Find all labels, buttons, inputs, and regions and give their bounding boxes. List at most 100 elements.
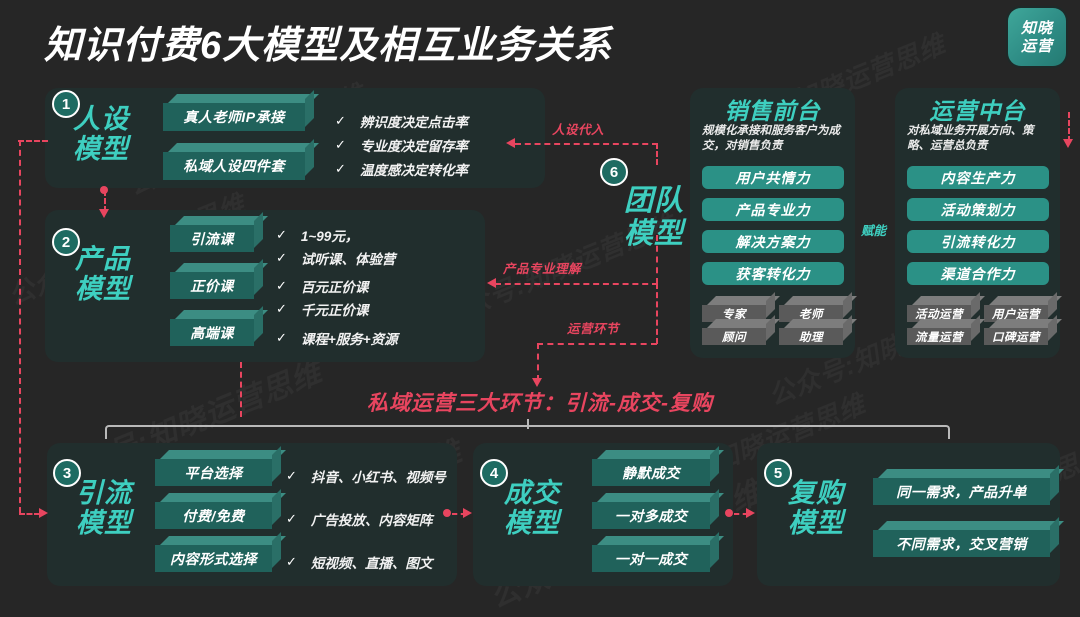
model-box-traffic-1[interactable]: 付费/免费 <box>155 502 272 529</box>
check-label: 试听课、体验营 <box>300 252 396 267</box>
model-title-line-2: 模型 <box>504 508 560 538</box>
process-banner: 私域运营三大环节：引流-成交-复购 <box>367 392 713 415</box>
pill-label: 产品专业力 <box>735 201 811 218</box>
model-panel-repurchase[interactable] <box>757 443 1060 586</box>
role-label: 活动运营 <box>915 308 963 321</box>
role-box-sales-1[interactable]: 老师 <box>779 305 843 322</box>
pill-label: 渠道合作力 <box>940 265 1016 282</box>
model-box-repurchase-0[interactable]: 同一需求，产品升单 <box>873 478 1050 505</box>
role-box-sales-0[interactable]: 专家 <box>702 305 766 322</box>
check-product-1: ✓ 试听课、体验营 <box>276 248 395 268</box>
check-persona-0: ✓ 辨识度决定点击率 <box>335 111 468 131</box>
box-label: 引流课 <box>190 230 234 247</box>
box-label: 不同需求，交叉营销 <box>896 535 1027 552</box>
model-panel-product[interactable] <box>45 210 485 362</box>
check-traffic-2: ✓ 短视频、直播、图文 <box>286 552 432 572</box>
role-label: 助理 <box>799 331 823 344</box>
model-title-line-1: 产品 <box>75 244 131 274</box>
column-pill-sales-2[interactable]: 解决方案力 <box>702 230 844 253</box>
check-icon: ✓ <box>335 113 346 128</box>
connector-line-right-rail <box>1068 112 1070 142</box>
check-icon: ✓ <box>276 330 287 345</box>
model-box-persona-1[interactable]: 私域人设四件套 <box>163 152 305 180</box>
pill-label: 引流转化力 <box>940 233 1016 250</box>
check-icon: ✓ <box>276 250 287 265</box>
check-label: 百元正价课 <box>300 280 369 295</box>
column-desc-sales: 规模化承接和服务客户为成交，对销售负责 <box>702 125 840 152</box>
connector-arrow-traffic-conversion <box>463 508 472 518</box>
model-box-traffic-0[interactable]: 平台选择 <box>155 459 272 486</box>
check-icon: ✓ <box>276 278 287 293</box>
connector-line-operation-step-v <box>537 343 539 381</box>
model-box-traffic-2[interactable]: 内容形式选择 <box>155 545 272 572</box>
column-pill-sales-3[interactable]: 获客转化力 <box>702 262 844 285</box>
role-label: 专家 <box>722 308 746 321</box>
check-persona-1: ✓ 专业度决定留存率 <box>335 135 468 155</box>
check-label: 抖音、小红书、视频号 <box>310 470 446 485</box>
check-product-0: ✓ 1~99元， <box>276 225 358 245</box>
column-pill-operations-1[interactable]: 活动策划力 <box>907 198 1049 221</box>
role-box-operations-3[interactable]: 口碑运营 <box>984 328 1048 345</box>
model-title-persona: 人设 模型 <box>58 104 144 164</box>
check-icon: ✓ <box>286 554 297 569</box>
model-box-conversion-0[interactable]: 静默成交 <box>592 459 710 486</box>
connector-line-traffic-conversion <box>452 513 466 515</box>
box-label: 正价课 <box>190 277 234 294</box>
connector-line-left-rail <box>19 140 21 513</box>
pill-label: 解决方案力 <box>735 233 811 250</box>
pill-label: 用户共情力 <box>735 169 811 186</box>
column-pill-sales-0[interactable]: 用户共情力 <box>702 166 844 189</box>
role-label: 流量运营 <box>915 331 963 344</box>
check-icon: ✓ <box>276 301 287 316</box>
pill-label: 获客转化力 <box>735 265 811 282</box>
model-badge-5: 5 <box>764 459 792 487</box>
role-label: 口碑运营 <box>992 331 1040 344</box>
role-box-operations-2[interactable]: 流量运营 <box>907 328 971 345</box>
role-label: 顾问 <box>722 331 746 344</box>
check-icon: ✓ <box>335 161 346 176</box>
check-traffic-0: ✓ 抖音、小红书、视频号 <box>286 466 446 486</box>
column-pill-operations-2[interactable]: 引流转化力 <box>907 230 1049 253</box>
check-product-3: ✓ 千元正价课 <box>276 299 368 319</box>
model-title-line-1: 成交 <box>504 478 560 508</box>
column-pill-sales-1[interactable]: 产品专业力 <box>702 198 844 221</box>
pill-label: 活动策划力 <box>940 201 1016 218</box>
connector-label-product-understanding: 产品专业理解 <box>503 262 582 276</box>
model-box-conversion-1[interactable]: 一对多成交 <box>592 502 710 529</box>
grouping-bracket-stub <box>527 419 529 429</box>
connector-dot-traffic-conversion <box>443 509 451 517</box>
model-badge-4: 4 <box>480 459 508 487</box>
model-box-conversion-2[interactable]: 一对一成交 <box>592 545 710 572</box>
model-badge-3: 3 <box>53 459 81 487</box>
check-label: 广告投放、内容矩阵 <box>310 513 433 528</box>
model-title-line-2: 模型 <box>73 134 129 164</box>
connector-arrow-conversion-repurchase <box>746 508 755 518</box>
role-box-operations-1[interactable]: 用户运营 <box>984 305 1048 322</box>
role-box-sales-2[interactable]: 顾问 <box>702 328 766 345</box>
model-box-repurchase-1[interactable]: 不同需求，交叉营销 <box>873 530 1050 557</box>
check-traffic-1: ✓ 广告投放、内容矩阵 <box>286 509 432 529</box>
connector-arrow-left-rail <box>39 508 48 518</box>
box-label: 一对一成交 <box>614 550 688 567</box>
connector-line-persona-inject-v <box>656 143 658 165</box>
model-title-product: 产品 模型 <box>58 244 148 304</box>
model-box-product-1[interactable]: 正价课 <box>170 272 254 299</box>
check-icon: ✓ <box>335 137 346 152</box>
column-title-sales: 销售前台 <box>724 98 821 124</box>
model-title-line-2: 模型 <box>788 508 844 538</box>
model-box-product-2[interactable]: 高端课 <box>170 319 254 346</box>
model-title-traffic: 引流 模型 <box>58 478 150 538</box>
logo-line-2: 运营 <box>1020 37 1053 55</box>
model-title-line-1: 复购 <box>788 478 844 508</box>
box-label: 付费/免费 <box>182 507 245 524</box>
check-label: 1~99元， <box>300 229 359 244</box>
connector-line-product-understanding <box>495 283 658 285</box>
connector-arrow-product-understanding <box>487 278 496 288</box>
column-pill-operations-3[interactable]: 渠道合作力 <box>907 262 1049 285</box>
role-box-operations-0[interactable]: 活动运营 <box>907 305 971 322</box>
model-box-product-0[interactable]: 引流课 <box>170 225 254 252</box>
model-box-persona-0[interactable]: 真人老师IP承接 <box>163 103 305 131</box>
column-pill-operations-0[interactable]: 内容生产力 <box>907 166 1049 189</box>
role-box-sales-3[interactable]: 助理 <box>779 328 843 345</box>
connector-line-product-understanding-v <box>656 235 658 284</box>
